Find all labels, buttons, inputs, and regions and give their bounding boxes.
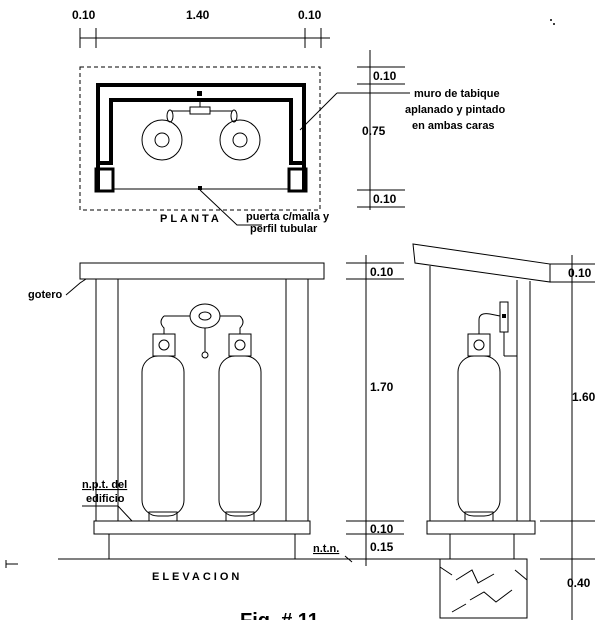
plan-dim-top-wall: 0.10 xyxy=(373,69,397,83)
front-regulator xyxy=(189,303,221,329)
npt-leader xyxy=(82,505,133,522)
front-pigtail-right xyxy=(239,315,244,334)
front-dim-roof: 0.10 xyxy=(370,265,394,279)
plan-dim-bottom: 0.10 xyxy=(373,192,397,206)
side-cylinder-foot xyxy=(464,511,494,522)
side-pigtail xyxy=(478,313,501,334)
stray-speck xyxy=(553,23,555,25)
plan-inner-wall xyxy=(109,98,293,162)
plan-outer-wall xyxy=(96,83,306,192)
side-floor-slab xyxy=(426,520,536,535)
front-cylinder-left-valve-knob xyxy=(158,339,170,351)
npt-label-line1: n.p.t. del xyxy=(82,479,127,491)
plan-cylinder-right xyxy=(219,119,261,161)
side-dim-roof: 0.10 xyxy=(568,266,592,280)
plan-cylinder-left-valve xyxy=(154,132,170,148)
front-base xyxy=(108,533,296,560)
plan-regulator-mark xyxy=(197,91,202,96)
door-note-line1: puerta c/malla y xyxy=(246,211,330,223)
side-dim-height: 1.60 xyxy=(572,390,595,404)
side-cylinder-valve-knob xyxy=(473,339,485,351)
wall-note-leader xyxy=(299,92,338,131)
plan-regulator xyxy=(189,106,211,115)
plan-corner-post-left xyxy=(94,167,115,193)
front-cylinder-right xyxy=(218,355,262,517)
plan-pigtail-right xyxy=(230,109,238,123)
side-elevation: 0.10 1.60 0.40 xyxy=(412,243,595,620)
front-cylinder-left-foot xyxy=(148,511,178,522)
front-regulator-outlet xyxy=(201,351,209,359)
wall-note-line2: aplanado y pintado xyxy=(405,104,506,116)
front-cylinder-right-foot xyxy=(225,511,255,522)
side-footing-break xyxy=(439,566,528,581)
plan-cylinder-right-valve xyxy=(232,132,248,148)
front-dim-floor: 0.10 xyxy=(370,522,394,536)
plan-corner-post-right xyxy=(287,167,308,193)
plan-pigtail-left xyxy=(166,109,174,123)
front-elevation: gotero n.p.t. del edificio n.t.n. 0.10 1… xyxy=(5,255,440,583)
wall-note-line3: en ambas caras xyxy=(412,120,495,132)
plan-dashed-outline xyxy=(79,66,321,211)
side-footing-hatch xyxy=(451,569,513,613)
stray-speck xyxy=(550,19,552,21)
side-regulator-knob xyxy=(502,314,506,318)
gotero-label: gotero xyxy=(28,289,63,301)
door-note-line2: perfil tubular xyxy=(250,223,318,235)
wall-note-line1: muro de tabique xyxy=(414,88,500,100)
side-base xyxy=(449,533,515,560)
plan-view: 0.10 1.40 0.10 0.10 xyxy=(72,8,506,235)
side-footing xyxy=(439,558,528,619)
side-cylinder-valve xyxy=(467,333,491,357)
front-roof-slab xyxy=(79,262,325,280)
front-pigtail-left xyxy=(160,315,165,334)
plan-dim-left: 0.10 xyxy=(72,8,96,22)
figure-caption: Fig. # 11 xyxy=(240,610,319,620)
front-regulator-inner xyxy=(198,311,212,321)
side-dim-footing: 0.40 xyxy=(567,576,591,590)
side-cylinder xyxy=(457,355,501,517)
side-roof xyxy=(412,243,551,283)
front-cylinder-left-valve xyxy=(152,333,176,357)
front-dim-height: 1.70 xyxy=(370,380,394,394)
front-floor-slab xyxy=(93,520,311,535)
plan-door-marker xyxy=(198,186,202,190)
plan-dim-depth: 0.75 xyxy=(362,124,386,138)
front-cylinder-right-valve-knob xyxy=(234,339,246,351)
front-dim-base: 0.15 xyxy=(370,540,394,554)
elevation-title: ELEVACION xyxy=(152,571,242,583)
front-cylinder-left xyxy=(141,355,185,517)
plan-dim-right: 0.10 xyxy=(298,8,322,22)
ntn-label: n.t.n. xyxy=(313,543,339,555)
plan-title: PLANTA xyxy=(160,213,222,225)
door-note-leader xyxy=(199,189,262,226)
plan-dim-center: 1.40 xyxy=(186,8,210,22)
npt-label-line2: edificio xyxy=(86,493,125,505)
front-cylinder-right-valve xyxy=(228,333,252,357)
gotero-leader xyxy=(65,278,87,296)
plan-cylinder-left xyxy=(141,119,183,161)
